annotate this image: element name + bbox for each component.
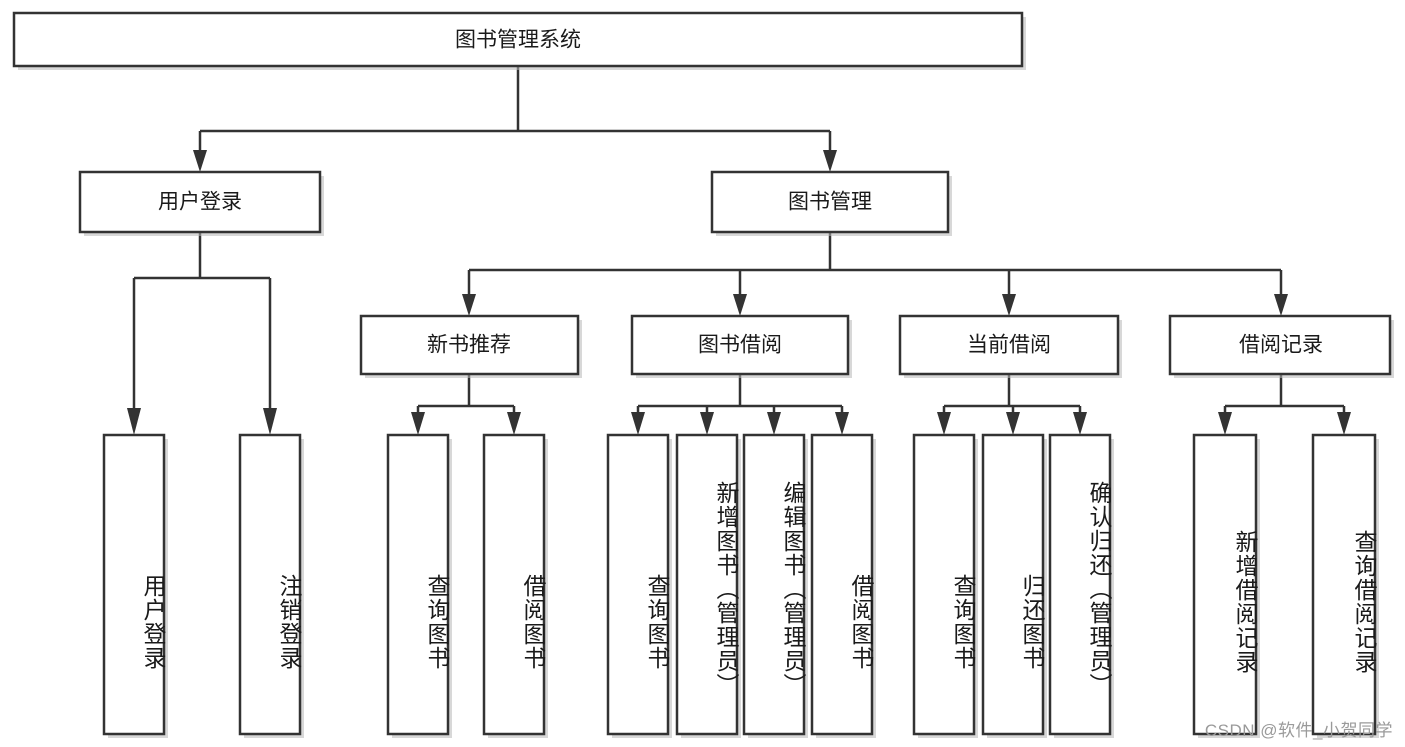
node-new-book-recommend-label: 新书推荐 [427, 334, 511, 357]
node-user-login-box[interactable] [78, 170, 322, 234]
leaf-box-confirm-return[interactable] [1048, 433, 1112, 736]
arrowhead-leaf-query-record [1337, 412, 1351, 435]
arrowhead-leaf-edit-book [767, 412, 781, 435]
arrowhead-leaf-borrow-book-1 [507, 412, 521, 435]
csdn-watermark: CSDN @软件_小贺同学 [1204, 721, 1393, 740]
arrowhead-borrow-record [1274, 294, 1288, 316]
arrowhead-leaf-add-book [700, 412, 714, 435]
node-book-management-box[interactable] [710, 170, 950, 234]
arrowhead-leaf-logout [263, 408, 277, 435]
arrowhead-leaf-query-book-1 [411, 412, 425, 435]
node-current-borrow-label: 当前借阅 [967, 334, 1051, 357]
node-current-borrow[interactable]: 当前借阅 [898, 314, 1122, 378]
connector-group-new-book-recommend [411, 374, 521, 435]
node-user-login-label: 用户登录 [158, 191, 242, 214]
arrowhead-new-book-recommend [462, 294, 476, 316]
connector-group-userlogin [127, 232, 277, 435]
leaf-box-return-book[interactable] [981, 433, 1045, 736]
node-new-book-recommend-box[interactable] [359, 314, 580, 376]
arrowhead-current-borrow [1002, 294, 1016, 316]
connector-group-bookmgmt [462, 232, 1288, 316]
connector-group-root [193, 66, 837, 172]
node-current-borrow-box[interactable] [898, 314, 1120, 376]
arrowhead-bookmgmt [823, 150, 837, 172]
connector-group-current-borrow [937, 374, 1087, 435]
node-borrow-record[interactable]: 借阅记录 [1168, 314, 1394, 378]
node-book-borrow-label: 图书借阅 [698, 334, 782, 357]
node-borrow-record-label: 借阅记录 [1239, 334, 1323, 357]
arrowhead-leaf-return-book [1006, 412, 1020, 435]
node-root[interactable]: 图书管理系统 [12, 11, 1026, 70]
arrowhead-leaf-borrow-book-2 [835, 412, 849, 435]
node-book-borrow[interactable]: 图书借阅 [630, 314, 852, 378]
node-borrow-record-box[interactable] [1168, 314, 1392, 376]
node-book-management-label: 图书管理 [788, 191, 872, 214]
leaf-box-borrow-book-2[interactable] [810, 433, 874, 736]
arrowhead-userlogin [193, 150, 207, 172]
node-book-borrow-box[interactable] [630, 314, 850, 376]
leaf-box-query-record[interactable] [1311, 433, 1377, 736]
leaf-box-add-record[interactable] [1192, 433, 1258, 736]
node-book-management[interactable]: 图书管理 [710, 170, 952, 236]
leaf-box-logout[interactable] [238, 433, 302, 736]
arrowhead-book-borrow [733, 294, 747, 316]
node-new-book-recommend[interactable]: 新书推荐 [359, 314, 582, 378]
arrowhead-leaf-add-record [1218, 412, 1232, 435]
leaf-box-borrow-book-1[interactable] [482, 433, 546, 736]
leaf-box-add-book[interactable] [675, 433, 739, 736]
leaf-box-user-login[interactable] [102, 433, 166, 736]
arrowhead-leaf-query-book-2 [631, 412, 645, 435]
leaf-box-edit-book[interactable] [742, 433, 806, 736]
arrowhead-leaf-query-book-3 [937, 412, 951, 435]
leaf-box-query-book-1[interactable] [386, 433, 450, 736]
connector-group-book-borrow [631, 374, 849, 435]
leaf-box-query-book-2[interactable] [606, 433, 670, 736]
connector-group-borrow-record [1218, 374, 1351, 435]
node-root-box[interactable] [12, 11, 1024, 68]
leaf-box-group [102, 433, 1379, 738]
leaf-box-query-book-3[interactable] [912, 433, 976, 736]
node-root-label: 图书管理系统 [455, 29, 581, 52]
node-user-login[interactable]: 用户登录 [78, 170, 324, 236]
arrowhead-leaf-confirm-return [1073, 412, 1087, 435]
arrowhead-leaf-user-login [127, 408, 141, 435]
